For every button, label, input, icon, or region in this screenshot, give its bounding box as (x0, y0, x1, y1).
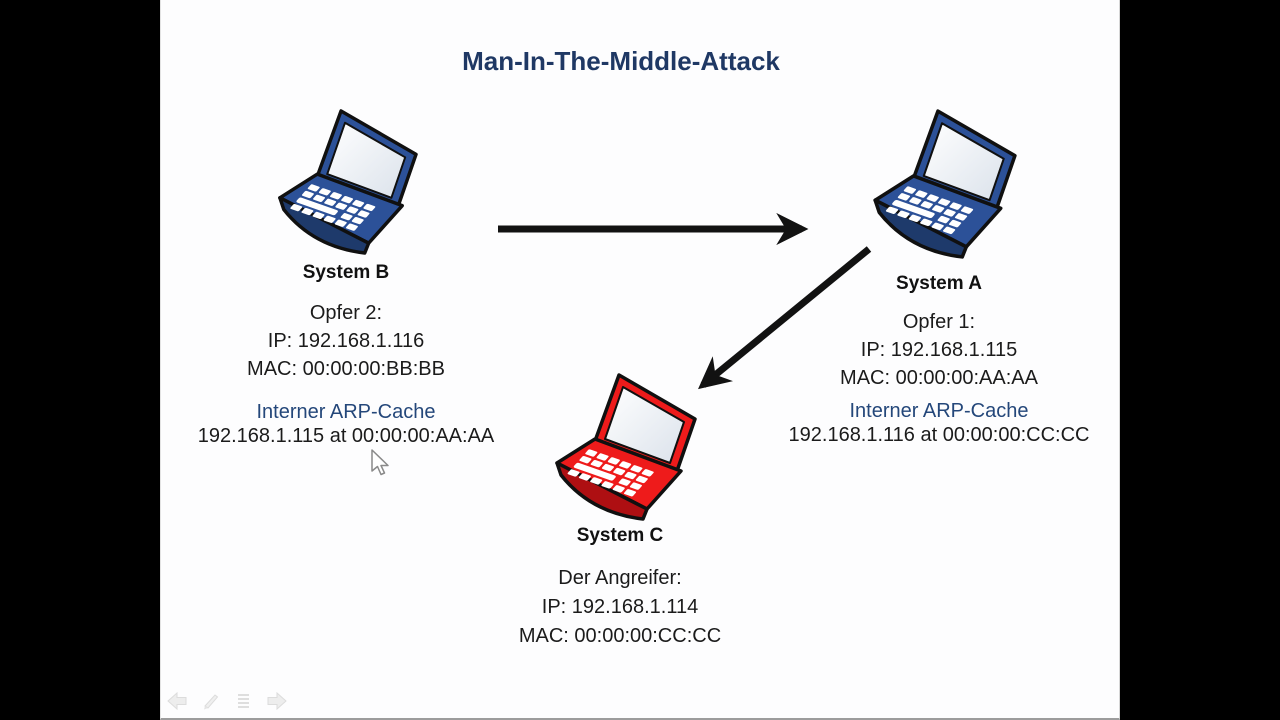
system-a-arp-entry: 192.168.1.116 at 00:00:00:CC:CC (788, 424, 1090, 446)
previous-slide-icon[interactable] (167, 691, 188, 711)
pen-icon[interactable] (200, 691, 221, 711)
system-b-ip: IP: 192.168.1.116 (267, 330, 425, 352)
slide-menu-icon[interactable] (233, 691, 254, 711)
system-c-laptop-icon (543, 371, 703, 521)
letterbox-left (0, 0, 160, 720)
system-c-ip: IP: 192.168.1.114 (541, 596, 699, 618)
system-a-info: Opfer 1: IP: 192.168.1.115 MAC: 00:00:00… (769, 308, 1109, 392)
system-b-arp-cache: Interner ARP-Cache 192.168.1.115 at 00:0… (166, 400, 526, 448)
presentation-slide: Man-In-The-Middle-Attack System B Opfer … (160, 0, 1120, 720)
system-c-role: Der Angreifer: (558, 567, 682, 589)
letterbox-right (1120, 0, 1280, 720)
mouse-cursor (371, 449, 389, 476)
system-b-info: Opfer 2: IP: 192.168.1.116 MAC: 00:00:00… (176, 299, 516, 383)
system-b-name: System B (302, 262, 390, 283)
system-a-role: Opfer 1: (902, 311, 976, 333)
system-c-name: System C (576, 525, 664, 546)
system-b-role: Opfer 2: (309, 302, 383, 324)
system-b-laptop-icon (264, 107, 426, 255)
system-b-mac: MAC: 00:00:00:BB:BB (247, 358, 445, 380)
system-a-arp-title: Interner ARP-Cache (849, 400, 1029, 422)
system-b-arp-title: Interner ARP-Cache (256, 401, 436, 423)
system-a-name: System A (896, 273, 982, 294)
system-a-ip: IP: 192.168.1.115 (860, 339, 1018, 361)
system-c-info: Der Angreifer: IP: 192.168.1.114 MAC: 00… (460, 564, 780, 651)
slide-title: Man-In-The-Middle-Attack (462, 46, 780, 76)
system-a-arp-cache: Interner ARP-Cache 192.168.1.116 at 00:0… (759, 399, 1119, 447)
next-slide-icon[interactable] (266, 691, 287, 711)
system-c-mac: MAC: 00:00:00:CC:CC (518, 625, 722, 647)
system-b-arp-entry: 192.168.1.115 at 00:00:00:AA:AA (197, 425, 495, 447)
system-a-mac: MAC: 00:00:00:AA:AA (840, 367, 1038, 389)
system-a-laptop-icon (861, 107, 1023, 259)
slideshow-toolbar (167, 691, 287, 711)
